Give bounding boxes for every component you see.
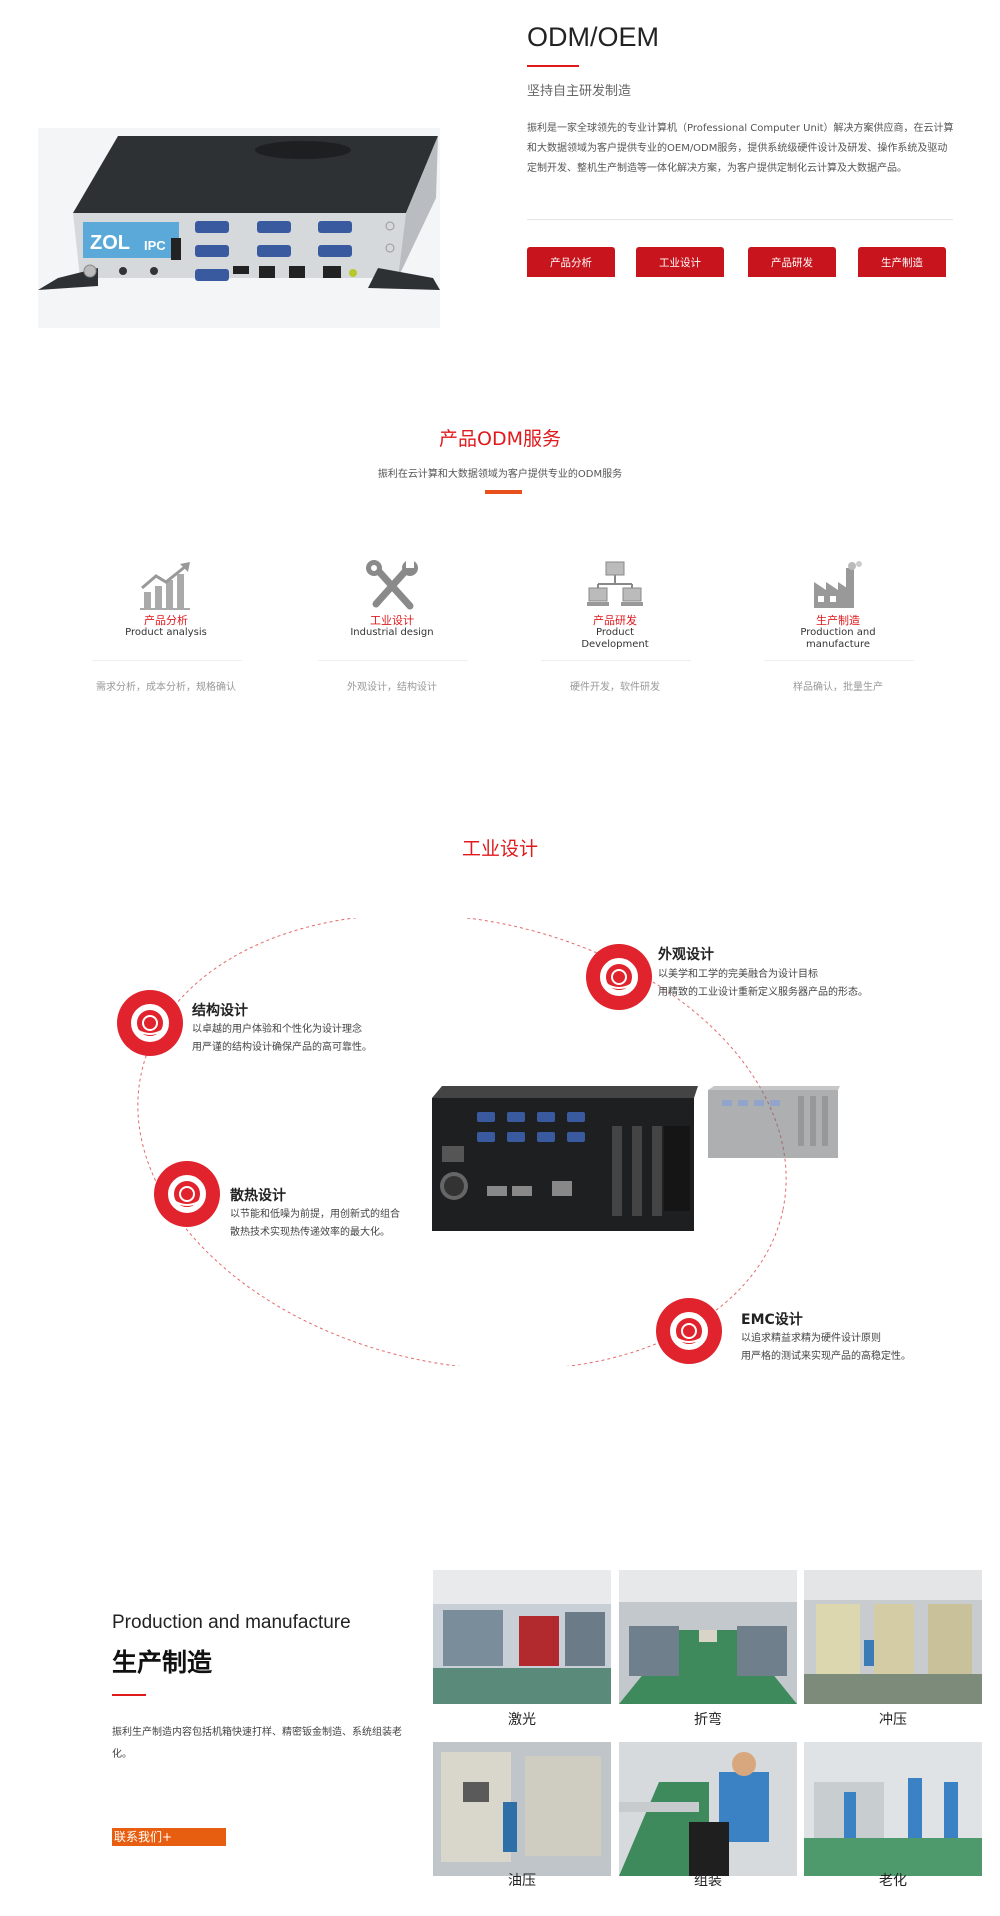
industrial-section-title: 工业设计 xyxy=(461,838,538,860)
donut-icon xyxy=(117,990,183,1056)
feature-description: 以美学和工学的完美融合为设计目标用精致的工业设计重新定义服务器产品的形态。 xyxy=(658,969,868,998)
title-underline xyxy=(527,65,579,67)
photo-hydraulic[interactable] xyxy=(433,1742,611,1876)
tools-icon xyxy=(362,560,422,612)
production-title-en: Production and manufacture xyxy=(112,1612,351,1633)
donut-icon xyxy=(656,1298,722,1364)
service-subtitle: Production and manufacture xyxy=(800,627,876,650)
production-title-cn: 生产制造 xyxy=(112,1648,213,1677)
hero-subtitle: 坚持自主研发制造 xyxy=(527,84,632,99)
production-button[interactable]: 生产制造 xyxy=(858,247,946,277)
photo-bending[interactable] xyxy=(619,1570,797,1704)
brand-text: ZOL xyxy=(90,232,130,254)
feature-title: 结构设计 xyxy=(192,1003,248,1019)
divider xyxy=(318,660,468,661)
svg-text:IPC: IPC xyxy=(144,238,166,253)
service-title: 产品研发 xyxy=(593,614,637,627)
photo-aging[interactable] xyxy=(804,1742,982,1876)
service-description: 样品确认，批量生产 xyxy=(793,682,883,693)
photo-assembly[interactable] xyxy=(619,1742,797,1876)
product-development-button[interactable]: 产品研发 xyxy=(748,247,836,277)
server-chassis-image-faded xyxy=(708,1086,840,1158)
service-subtitle: Product analysis xyxy=(125,627,207,638)
factory-icon xyxy=(808,560,868,612)
feature-description: 以节能和低噪为前提，用创新式的组合散热技术实现热传递效率的最大化。 xyxy=(230,1209,400,1238)
feature-title: 外观设计 xyxy=(658,947,714,963)
contact-us-button[interactable]: 联系我们+ xyxy=(112,1828,226,1846)
photo-stamping[interactable] xyxy=(804,1570,982,1704)
service-product-analysis[interactable]: 产品分析 Product analysis xyxy=(86,560,246,639)
donut-icon xyxy=(154,1161,220,1227)
feature-title: 散热设计 xyxy=(230,1188,286,1204)
hero-description: 振利是一家全球领先的专业计算机（Professional Computer Un… xyxy=(527,123,954,174)
divider xyxy=(541,660,691,661)
divider xyxy=(764,660,914,661)
photo-caption: 老化 xyxy=(879,1873,907,1889)
service-description: 硬件开发，软件研发 xyxy=(570,682,660,693)
service-title: 工业设计 xyxy=(370,614,414,627)
odm-section-subtitle: 振利在云计算和大数据领域为客户提供专业的ODM服务 xyxy=(377,469,623,480)
industrial-design-button[interactable]: 工业设计 xyxy=(636,247,724,277)
service-production[interactable]: 生产制造 Production and manufacture xyxy=(758,560,918,651)
feature-title: EMC设计 xyxy=(741,1312,803,1328)
title-underline xyxy=(112,1694,146,1696)
production-description: 振利生产制造内容包括机箱快速打样、精密钣金制造、系统组装老化。 xyxy=(112,1727,402,1760)
feature-description: 以追求精益求精为硬件设计原则用严格的测试来实现产品的高稳定性。 xyxy=(741,1333,911,1362)
donut-icon xyxy=(586,944,652,1010)
service-industrial-design[interactable]: 工业设计 Industrial design xyxy=(312,560,472,639)
service-title: 生产制造 xyxy=(816,614,860,627)
section-underline xyxy=(485,490,522,494)
network-computers-icon xyxy=(585,560,645,612)
photo-laser[interactable] xyxy=(433,1570,611,1704)
hero-product-image: ZOL IPC xyxy=(38,128,440,328)
chart-growth-icon xyxy=(136,560,196,612)
dashed-orbit xyxy=(137,918,787,1366)
divider xyxy=(527,219,953,220)
photo-caption: 组装 xyxy=(694,1873,722,1889)
service-description: 外观设计，结构设计 xyxy=(347,682,437,693)
product-analysis-button[interactable]: 产品分析 xyxy=(527,247,615,277)
feature-description: 以卓越的用户体验和个性化为设计理念用严谨的结构设计确保产品的高可靠性。 xyxy=(192,1024,372,1053)
photo-caption: 激光 xyxy=(508,1712,536,1728)
hero-title: ODM/OEM xyxy=(527,22,659,52)
service-subtitle: Product Development xyxy=(581,627,649,650)
service-subtitle: Industrial design xyxy=(350,627,434,638)
service-description: 需求分析，成本分析，规格确认 xyxy=(96,682,236,693)
divider xyxy=(92,660,242,661)
photo-caption: 折弯 xyxy=(694,1712,722,1728)
service-product-development[interactable]: 产品研发 Product Development xyxy=(535,560,695,651)
photo-caption: 冲压 xyxy=(879,1712,907,1728)
server-chassis-image xyxy=(432,1086,698,1231)
odm-section-title: 产品ODM服务 xyxy=(439,428,561,450)
service-title: 产品分析 xyxy=(144,614,188,627)
photo-caption: 油压 xyxy=(508,1873,536,1889)
